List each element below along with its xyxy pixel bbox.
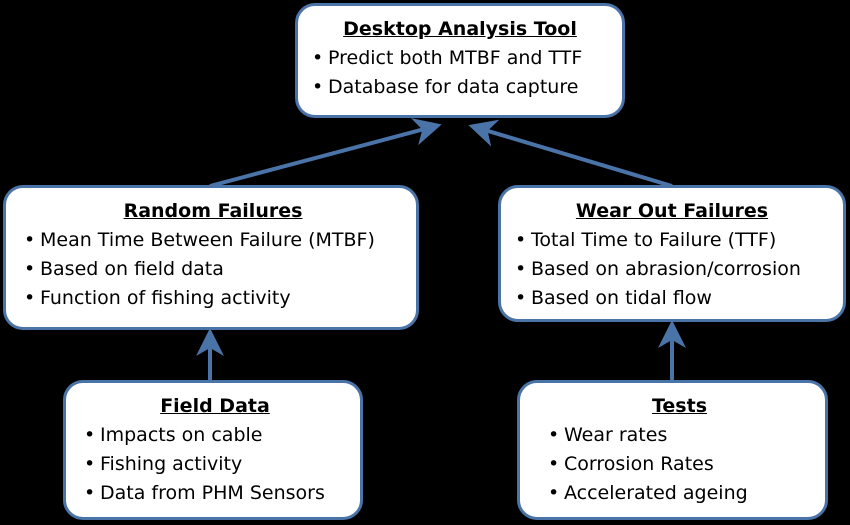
list-item: Fishing activity [84,450,346,479]
list-item: Total Time to Failure (TTF) [515,226,829,255]
list-item: Impacts on cable [84,421,346,450]
desktop-analysis-tool-box: Desktop Analysis Tool Predict both MTBF … [295,3,625,118]
bullet-list: Predict both MTBF and TTF Database for d… [312,44,608,102]
list-item: Based on field data [24,255,402,284]
list-item: Mean Time Between Failure (MTBF) [24,226,402,255]
arrow-wear-to-desktop [468,119,673,188]
box-title: Desktop Analysis Tool [343,18,577,40]
arrow-random-to-desktop [209,118,442,188]
bullet-list: Wear rates Corrosion Rates Accelerated a… [548,421,811,508]
bullet-list: Impacts on cable Fishing activity Data f… [84,421,346,508]
list-item: Predict both MTBF and TTF [312,44,608,73]
bullet-list: Mean Time Between Failure (MTBF) Based o… [24,226,402,313]
list-item: Function of fishing activity [24,284,402,313]
box-title: Wear Out Failures [575,200,769,222]
list-item: Corrosion Rates [548,450,811,479]
list-item: Data from PHM Sensors [84,479,346,508]
bullet-list: Total Time to Failure (TTF) Based on abr… [515,226,829,313]
field-data-box: Field Data Impacts on cable Fishing acti… [63,380,363,520]
box-title: Random Failures [123,200,303,222]
box-title: Tests [651,395,708,417]
list-item: Wear rates [548,421,811,450]
box-title: Field Data [160,395,270,417]
list-item: Accelerated ageing [548,479,811,508]
list-item: Based on abrasion/corrosion [515,255,829,284]
random-failures-box: Random Failures Mean Time Between Failur… [3,185,419,330]
list-item: Based on tidal flow [515,284,829,313]
list-item: Database for data capture [312,73,608,102]
tests-box: Tests Wear rates Corrosion Rates Acceler… [517,380,828,520]
wear-out-failures-box: Wear Out Failures Total Time to Failure … [498,185,846,322]
